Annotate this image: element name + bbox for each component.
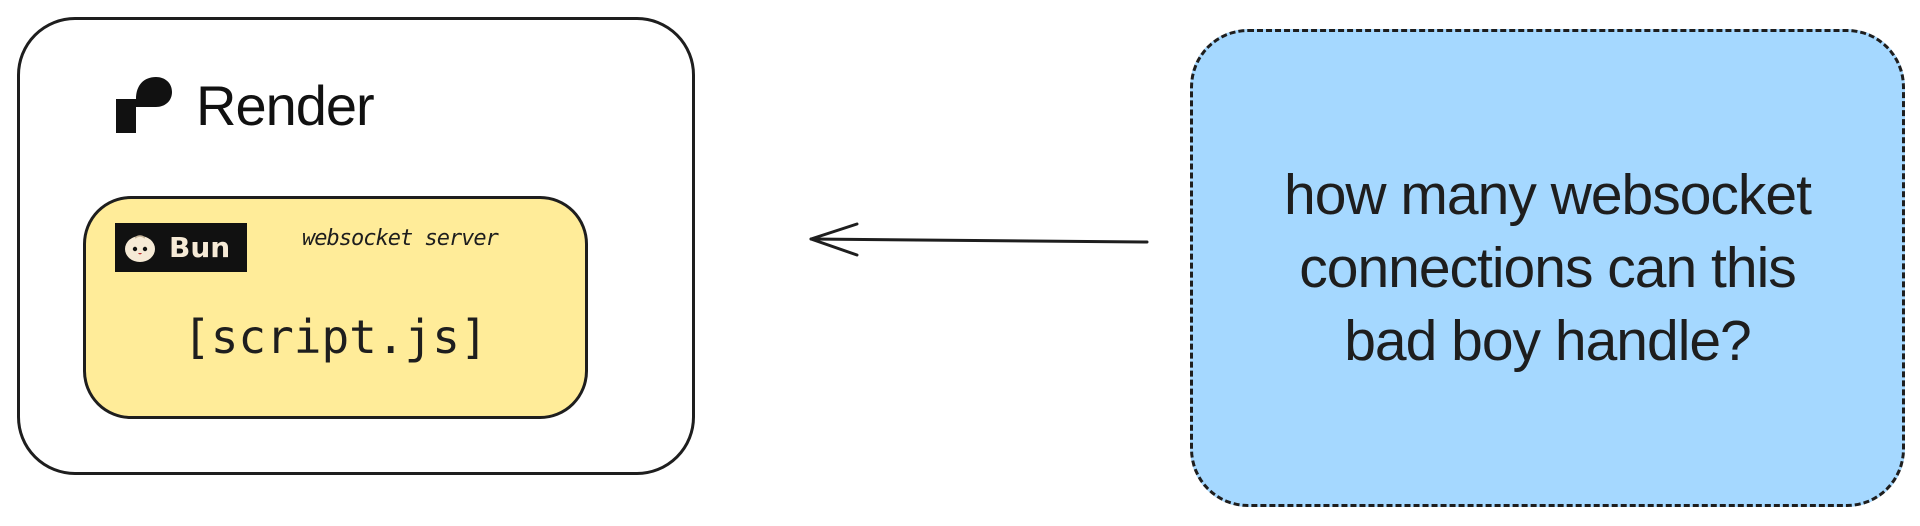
bun-badge: Bun: [115, 223, 247, 272]
bun-mascot-icon: [125, 234, 155, 262]
bun-badge-label: Bun: [169, 231, 231, 264]
question-text: how many websocket connections can this …: [1284, 159, 1812, 378]
service-label: websocket server: [302, 226, 499, 251]
question-line: bad boy handle?: [1344, 308, 1752, 373]
question-box: how many websocket connections can this …: [1190, 29, 1905, 507]
question-line: how many websocket: [1284, 162, 1812, 227]
render-logo-icon: [116, 77, 172, 133]
arrow-head: [809, 222, 859, 257]
script-filename: [script.js]: [183, 310, 488, 364]
arrow-shaft: [809, 237, 1149, 244]
question-line: connections can this: [1299, 235, 1796, 300]
render-logo-text: Render: [196, 74, 375, 137]
render-platform-box: [17, 17, 695, 475]
